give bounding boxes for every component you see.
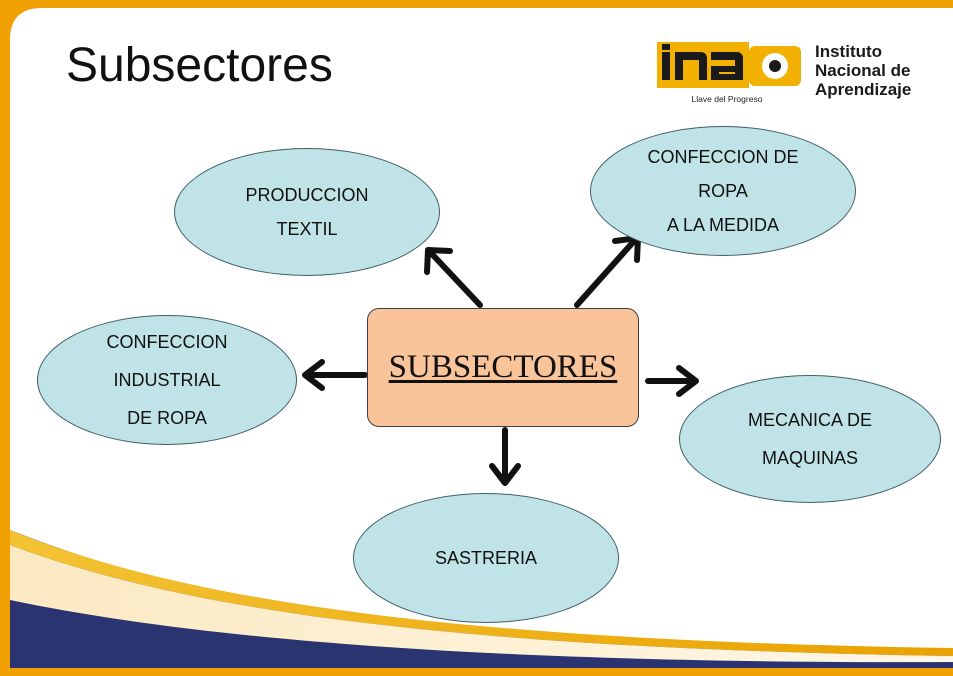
logo-line: Nacional de [815, 61, 911, 80]
node-label: PRODUCCION [245, 185, 369, 205]
logo-line: Instituto [815, 42, 883, 61]
node-label: CONFECCION DE [647, 147, 799, 167]
arrow-to-produccion-textil [424, 247, 483, 308]
node-produccion-textil: PRODUCCION TEXTIL [174, 148, 440, 276]
node-sastreria: SASTRERIA [353, 493, 619, 623]
arrow-to-sastreria [489, 427, 521, 486]
node-confeccion-medida: CONFECCION DE ROPA A LA MEDIDA [590, 126, 856, 256]
node-label: TEXTIL [276, 219, 338, 239]
gold-wave [10, 530, 953, 656]
node-mecanica-maquinas: MECANICA DE MAQUINAS [679, 375, 941, 503]
node-confeccion-industrial: CONFECCION INDUSTRIAL DE ROPA [37, 315, 297, 445]
node-label: SASTRERIA [434, 547, 538, 568]
node-label: ROPA [698, 181, 748, 201]
ina-logo: Llave del Progreso Instituto Nacional de… [652, 36, 942, 116]
arrow-to-confeccion-industrial [302, 359, 368, 391]
logo-line: Aprendizaje [815, 80, 912, 99]
node-label: CONFECCION [106, 332, 228, 352]
node-label: A LA MEDIDA [666, 215, 780, 235]
slide-title: Subsectores [66, 39, 333, 92]
center-subsectores-box: SUBSECTORES [367, 308, 639, 427]
node-label: MAQUINAS [761, 448, 858, 468]
node-label: INDUSTRIAL [113, 370, 221, 390]
navy-bottom-band [10, 600, 953, 668]
frame-bottom [0, 668, 953, 676]
node-label: DE ROPA [127, 408, 207, 428]
logo-wordmark: Instituto Nacional de Aprendizaje [815, 42, 911, 99]
arrow-to-mecanica-maquinas [645, 365, 699, 397]
node-label: MECANICA DE [747, 410, 873, 430]
center-label: SUBSECTORES [388, 349, 618, 385]
ina-logo-mark [657, 42, 801, 88]
logo-tagline: Llave del Progreso [691, 94, 763, 104]
